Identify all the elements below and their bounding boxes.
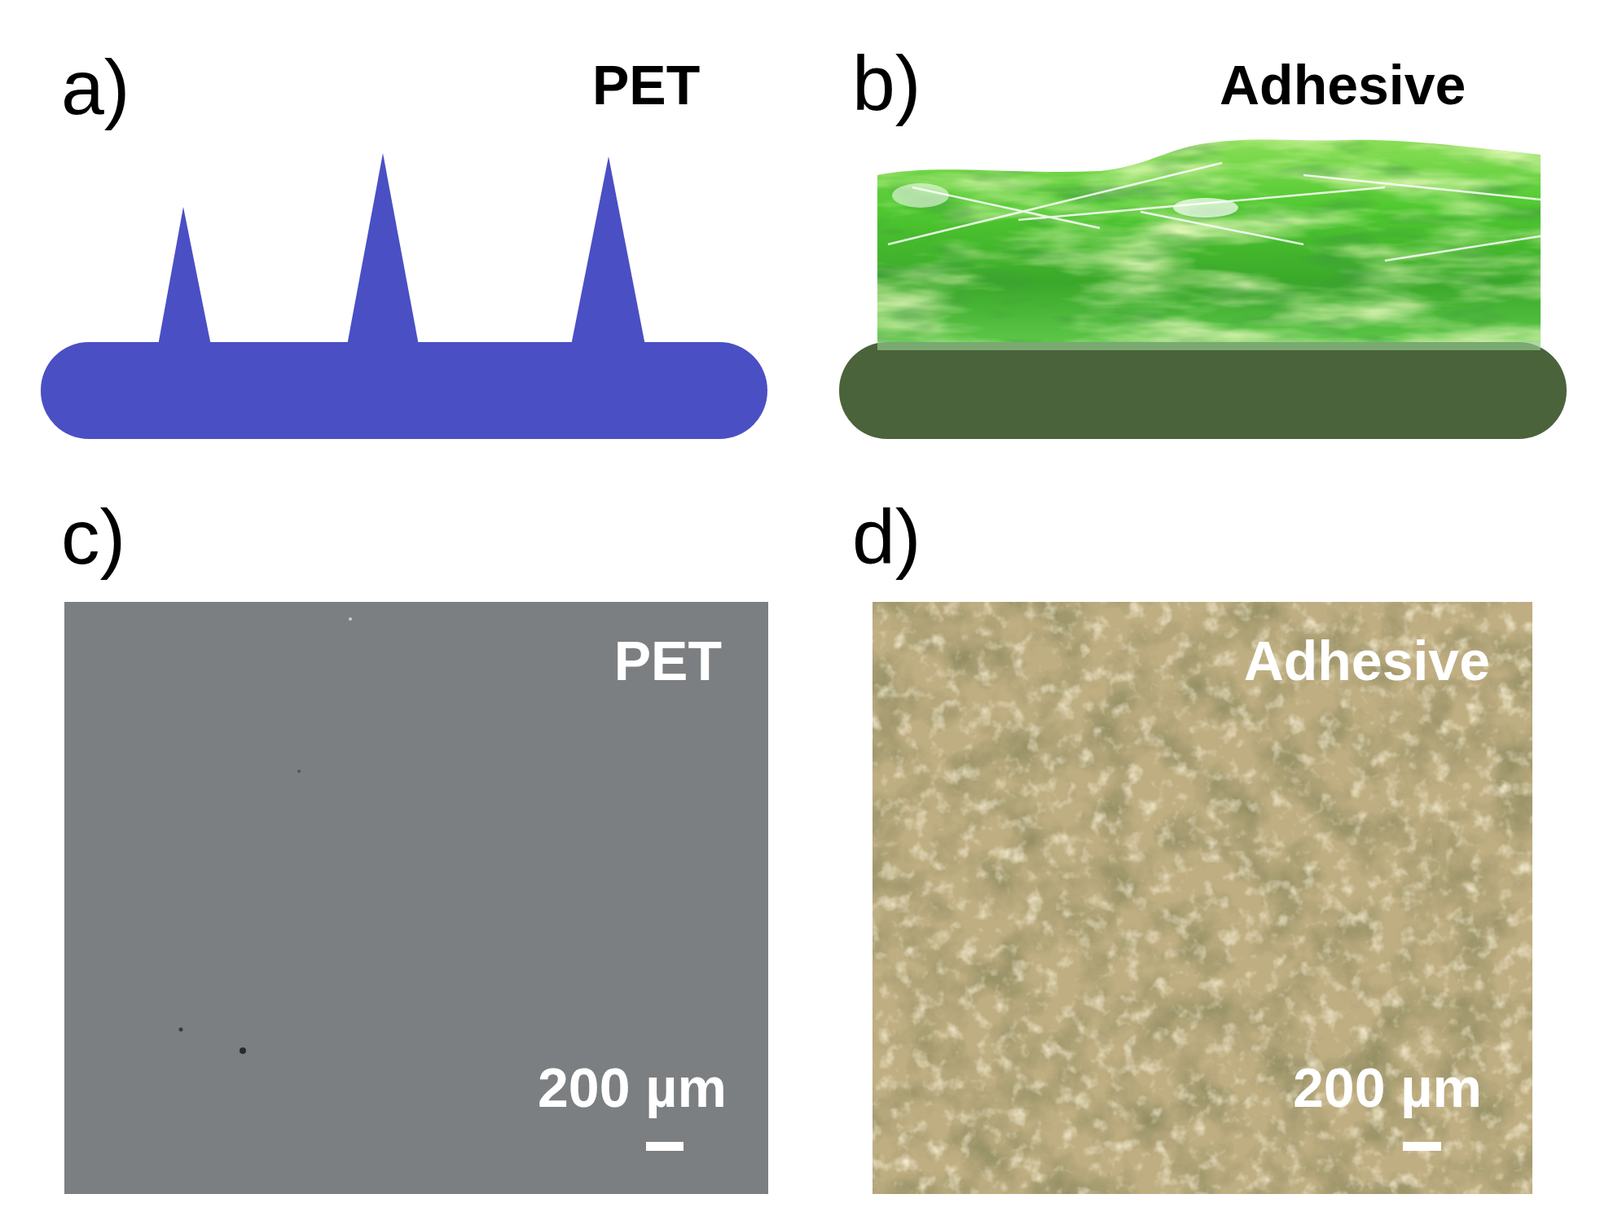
scale-label: 200 µm [1292, 1059, 1482, 1116]
adhesive-layer [839, 134, 1567, 440]
pet-surface [40, 153, 768, 440]
scale-bar [646, 1142, 684, 1152]
panel-letter: d) [852, 498, 921, 576]
micrograph-panel: PET 200 µm [64, 602, 769, 1195]
scale-bar [1402, 1142, 1442, 1152]
panel-letter: a) [61, 48, 130, 127]
panel-letter: b) [852, 44, 921, 123]
material-label: PET [614, 632, 722, 689]
material-label: PET [592, 57, 700, 113]
panel-letter: c) [61, 498, 126, 576]
material-label: Adhesive [1219, 57, 1466, 113]
material-label: Adhesive [1243, 632, 1491, 689]
scale-label: 200 µm [537, 1059, 727, 1116]
adhesive-micrograph [872, 602, 1533, 1195]
micrograph-panel: Adhesive 200 µm [872, 602, 1533, 1195]
pet-micrograph [64, 602, 769, 1195]
